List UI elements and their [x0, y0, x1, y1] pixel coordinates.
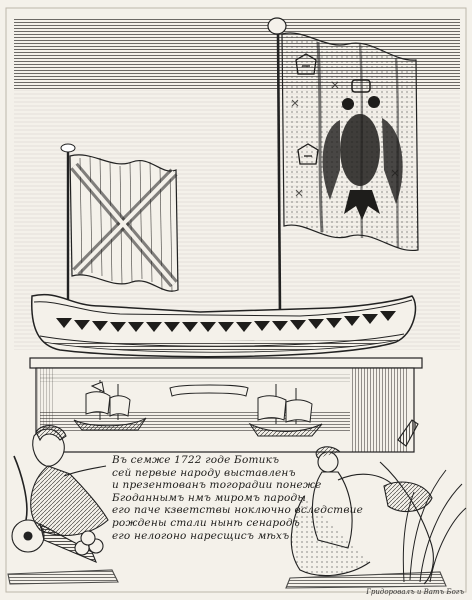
- right-flag: [267, 17, 419, 319]
- inscription-line: и презентованъ тогорадии понеже: [112, 479, 322, 492]
- inscription-line: сей первые народу выставленъ: [112, 466, 296, 479]
- engraver-caption: Гридоровалъ и Ватъ Богъ: [366, 588, 464, 596]
- sailing-ship-right: [248, 384, 323, 437]
- lion-emblem: [295, 53, 319, 165]
- inscription-line: его паче кзветствы ноключно вследствие: [112, 504, 364, 517]
- inscription-line: Бгоданнымъ нмъ миромъ пароды: [112, 491, 307, 504]
- boat-botik: [31, 294, 417, 358]
- left-flag: [60, 143, 179, 304]
- inscription-line: Въ семже 1722 годе Ботикъ: [112, 454, 280, 466]
- inscription-line: рождены стали нынѣ сенародъ: [112, 516, 300, 529]
- warrior-figure-left: [7, 425, 119, 585]
- dedication-inscription: Въ семже 1722 годе Ботикъ сей первые нар…: [112, 454, 364, 542]
- sailing-ship-left: [73, 380, 147, 431]
- river-deity-figure-right: [285, 419, 467, 589]
- inscription-line: его нелогоно наресщисъ мѣхъ: [112, 529, 290, 542]
- double-headed-eagle: [322, 79, 403, 220]
